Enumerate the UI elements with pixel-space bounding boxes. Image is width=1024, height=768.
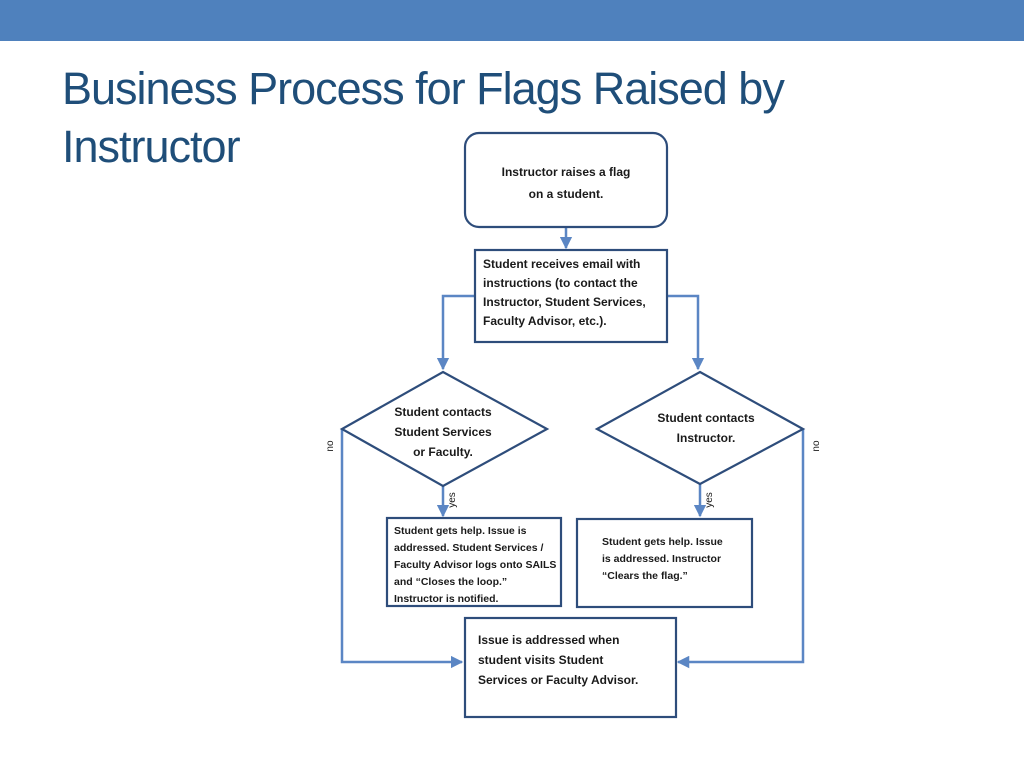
outcome-left-line2: addressed. Student Services / [394,542,543,554]
outcome-left-line4: and “Closes the loop.” [394,576,507,588]
yes-label-right: yes [704,492,715,508]
email-node-line3: Instructor, Student Services, [483,295,646,309]
outcome-right-line3: “Clears the flag.” [602,570,688,582]
connector-email-to-right-decision [667,294,705,371]
email-node-line4: Faculty Advisor, etc.). [483,314,607,328]
connector-left-no [340,429,464,669]
top-accent-bar [0,0,1024,41]
connector-right-no [676,429,805,669]
start-node: Instructor raises a flag on a student. [463,131,669,229]
decision-left-line2: Student Services [394,425,492,439]
email-node-line2: instructions (to contact the [483,276,638,290]
slide-title-line2: Instructor [62,121,241,172]
start-node-line1: Instructor raises a flag [502,165,631,179]
final-node-line2: student visits Student [478,653,603,667]
email-process-node: Student receives email with instructions… [473,248,669,344]
no-label-right: no [811,440,822,452]
start-node-line2: on a student. [529,187,604,201]
outcome-right-line2: is addressed. Instructor [602,553,721,565]
outcome-right-node: Student gets help. Issue is addressed. I… [575,517,754,609]
outcome-left-line3: Faculty Advisor logs onto SAILS [394,559,556,571]
yes-label-left: yes [447,492,458,508]
outcome-left-line1: Student gets help. Issue is [394,525,527,537]
email-node-line1: Student receives email with [483,257,640,271]
outcome-left-line5: Instructor is notified. [394,593,499,605]
no-label-left: no [325,440,336,452]
outcome-right-line1: Student gets help. Issue [602,536,723,548]
slide-title-line1: Business Process for Flags Raised by [62,63,785,114]
final-node-line3: Services or Faculty Advisor. [478,673,638,687]
decision-right-node: Student contacts Instructor. [594,370,806,486]
decision-right-line1: Student contacts [657,411,755,425]
decision-left-line1: Student contacts [394,405,492,419]
decision-right-line2: Instructor. [677,431,736,445]
slide-title: Business Process for Flags Raised by Ins… [62,60,962,176]
final-node-line1: Issue is addressed when [478,633,619,647]
decision-left-line3: or Faculty. [413,445,473,459]
outcome-left-node: Student gets help. Issue is addressed. S… [385,516,563,608]
connector-email-to-left-decision [436,294,475,371]
decision-left-node: Student contacts Student Services or Fac… [339,370,550,488]
final-node: Issue is addressed when student visits S… [463,616,678,719]
